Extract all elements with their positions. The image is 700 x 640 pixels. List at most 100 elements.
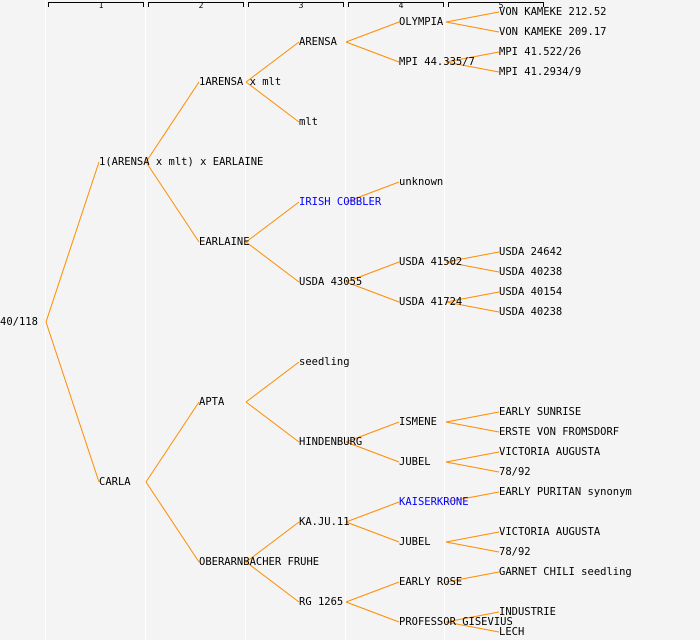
ancestor-node[interactable]: KAISERKRONE [399,496,469,508]
ancestor-node: VON KAMEKE 209.17 [499,26,607,38]
ancestor-node: ISMENE [399,416,437,428]
parent-link-line [45,321,100,483]
ancestor-node: USDA 40238 [499,266,563,278]
parent-link-line [45,161,100,323]
ancestor-node: EARLY SUNRISE [499,406,582,418]
root-variety: 40/118 [0,316,38,328]
column-separator [45,0,46,640]
ancestor-node: MPI 44.335/7 [399,56,475,68]
generation-number: 5 [498,1,504,10]
parent-link-line [345,41,400,63]
ancestor-node: OBERARNBACHER FRUHE [199,556,320,568]
ancestor-node: RG 1265 [299,596,344,608]
parent-link-line [245,241,300,283]
generation-number: 4 [398,1,404,10]
ancestor-node: USDA 40154 [499,286,563,298]
ancestor-node: INDUSTRIE [499,606,556,618]
ancestor-node[interactable]: IRISH COBBLER [299,196,382,208]
parent-link-line [445,51,500,63]
column-separator [345,0,346,640]
ancestor-node: VON KAMEKE 212.52 [499,6,607,18]
generation-number: 3 [298,1,304,10]
ancestor-node: JUBEL [399,536,431,548]
ancestor-node: unknown [399,176,444,188]
ancestor-node: VICTORIA AUGUSTA [499,446,601,458]
ancestor-node: ARENSA [299,36,337,48]
parent-link-line [345,21,400,43]
parent-link-line [145,401,200,483]
parent-link-line [445,21,500,33]
column-separator [145,0,146,640]
generation-header-3 [248,2,344,7]
parent-link-line [245,201,300,243]
parent-link-line [445,411,500,423]
generation-number: 1 [98,1,104,10]
parent-link-line [445,301,500,313]
parent-link-line [445,621,500,633]
parent-link-line [145,161,200,243]
ancestor-node: CARLA [99,476,131,488]
ancestor-node: EARLY ROSE [399,576,463,588]
parent-link-line [345,601,400,623]
parent-link-line [445,251,500,263]
parent-link-line [345,581,400,603]
ancestor-node: KA.JU.11 [299,516,350,528]
ancestor-node: ERSTE VON FROMSDORF [499,426,620,438]
ancestor-node: APTA [199,396,225,408]
parent-link-line [145,81,200,163]
parent-link-line [445,61,500,73]
ancestor-node: 1(ARENSA x mlt) x EARLAINE [99,156,264,168]
ancestor-node: LECH [499,626,525,638]
ancestor-node: VICTORIA AUGUSTA [499,526,601,538]
ancestor-node: 78/92 [499,466,531,478]
parent-link-line [445,611,500,623]
generation-header-5 [448,2,544,7]
parent-link-line [445,571,500,583]
parent-link-line [245,521,300,563]
ancestor-node: MPI 41.522/26 [499,46,582,58]
ancestor-node: USDA 41724 [399,296,463,308]
parent-link-line [345,501,400,523]
parent-link-line [445,261,500,273]
ancestor-node: GARNET CHILI seedling [499,566,632,578]
ancestor-node: EARLAINE [199,236,250,248]
column-separator [245,0,246,640]
parent-link-line [445,531,500,543]
parent-link-line [345,261,400,283]
parent-link-line [245,81,300,123]
parent-link-line [345,181,400,203]
column-separator [444,0,445,640]
parent-link-line [145,481,200,563]
parent-link-line [445,541,500,553]
parent-link-line [245,41,300,83]
generation-header-4 [348,2,444,7]
parent-link-line [445,491,500,503]
ancestor-node: EARLY PURITAN synonym [499,486,632,498]
ancestor-node: seedling [299,356,350,368]
parent-link-line [345,421,400,443]
parent-link-line [345,441,400,463]
parent-link-line [445,11,500,23]
ancestor-node: USDA 40238 [499,306,563,318]
ancestor-node: 1ARENSA x mlt [199,76,282,88]
ancestor-node: MPI 41.2934/9 [499,66,582,78]
ancestor-node: 78/92 [499,546,531,558]
ancestor-node: PROFESSOR GISEVIUS [399,616,513,628]
ancestor-node: USDA 24642 [499,246,563,258]
ancestor-node: OLYMPIA [399,16,444,28]
ancestor-node: mlt [299,116,318,128]
ancestor-node: HINDENBURG [299,436,363,448]
parent-link-line [345,281,400,303]
generation-header-1 [48,2,144,7]
parent-link-line [245,561,300,603]
ancestor-node: USDA 41502 [399,256,463,268]
ancestor-node: JUBEL [399,456,431,468]
ancestor-node: USDA 43055 [299,276,363,288]
parent-link-line [445,451,500,463]
parent-link-line [345,521,400,543]
parent-link-line [245,401,300,443]
parent-link-line [245,361,300,403]
parent-link-line [445,461,500,473]
generation-number: 2 [198,1,204,10]
